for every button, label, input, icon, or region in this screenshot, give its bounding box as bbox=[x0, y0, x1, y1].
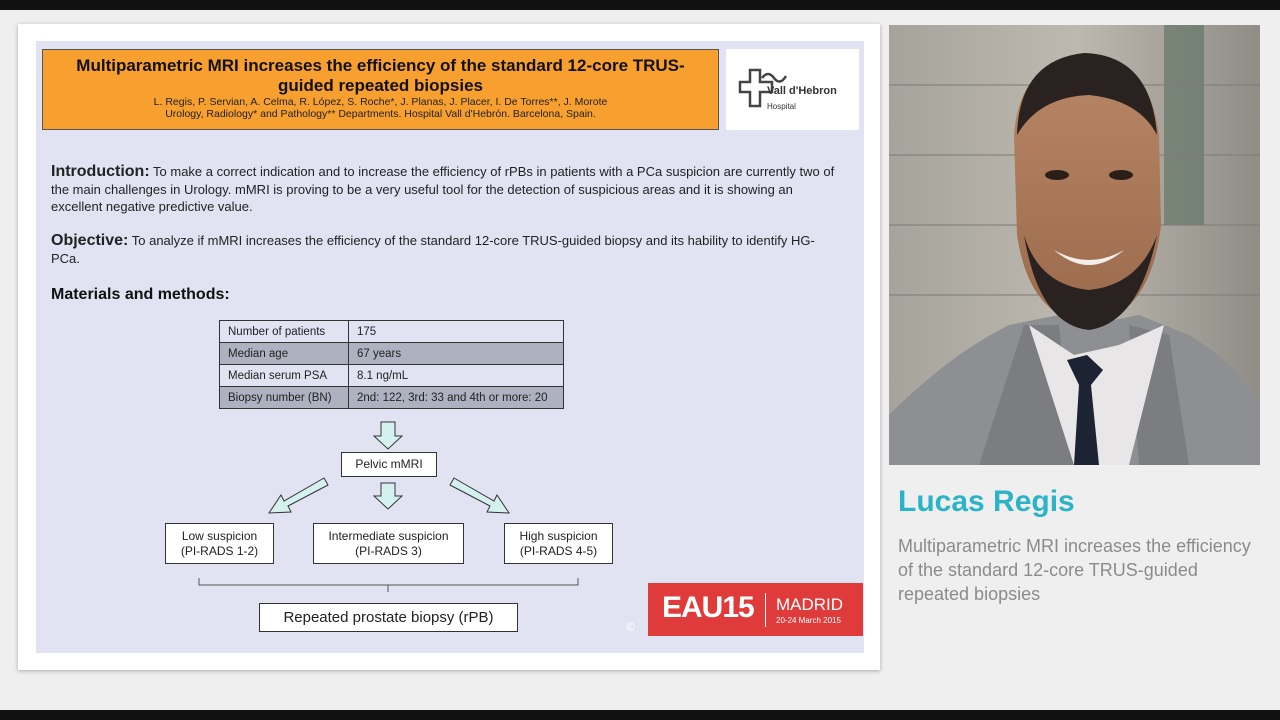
introduction-paragraph: Introduction: To make a correct indicati… bbox=[51, 163, 841, 216]
table-cell-value: 67 years bbox=[348, 342, 564, 365]
poster-title: Multiparametric MRI increases the effici… bbox=[76, 56, 685, 95]
congress-city: MADRID bbox=[776, 595, 844, 614]
flow-center-label: Pelvic mMRI bbox=[355, 457, 423, 471]
speaker-portrait-image bbox=[889, 25, 1260, 465]
table-cell-label: Number of patients bbox=[219, 320, 349, 343]
objective-label: Objective: bbox=[51, 232, 129, 249]
congress-divider bbox=[765, 593, 766, 627]
methods-heading: Materials and methods: bbox=[51, 286, 230, 303]
flow-box-repeated-biopsy: Repeated prostate biopsy (rPB) bbox=[259, 603, 518, 632]
flow-high-label: High suspicion bbox=[519, 529, 598, 543]
poster-departments: Urology, Radiology* and Pathology** Depa… bbox=[165, 108, 596, 120]
logo-sub: Hospital bbox=[767, 102, 796, 111]
hospital-cross-icon bbox=[738, 68, 788, 108]
arrow-left-icon bbox=[268, 477, 329, 514]
flow-low-label: Low suspicion bbox=[181, 529, 258, 543]
introduction-label: Introduction: bbox=[51, 163, 150, 180]
flow-bottom-label: Repeated prostate biopsy (rPB) bbox=[283, 609, 494, 626]
speaker-name: Lucas Regis bbox=[898, 485, 1075, 518]
bottom-bar bbox=[0, 710, 1280, 720]
logo-name: Vall d'Hebron bbox=[767, 85, 837, 97]
methods-table: Number of patients 175 Median age 67 yea… bbox=[219, 320, 564, 409]
congress-name: EAU15 bbox=[662, 591, 755, 624]
hospital-logo: Vall d'Hebron Hospital bbox=[726, 49, 859, 130]
poster-title-box: Multiparametric MRI increases the effici… bbox=[42, 49, 719, 130]
flow-box-high: High suspicion (PI-RADS 4-5) bbox=[504, 523, 613, 564]
arrow-right-icon bbox=[449, 477, 510, 514]
objective-text: To analyze if mMRI increases the efficie… bbox=[51, 233, 815, 266]
talk-title: Multiparametric MRI increases the effici… bbox=[898, 536, 1251, 604]
introduction-text: To make a correct indication and to incr… bbox=[51, 164, 835, 214]
table-row: Biopsy number (BN) 2nd: 122, 3rd: 33 and… bbox=[219, 386, 564, 409]
congress-logo: EAU15 MADRID 20-24 March 2015 bbox=[648, 583, 863, 636]
flow-box-low: Low suspicion (PI-RADS 1-2) bbox=[165, 523, 274, 564]
flow-mid-label: Intermediate suspicion bbox=[328, 529, 449, 543]
flow-box-intermediate: Intermediate suspicion (PI-RADS 3) bbox=[313, 523, 464, 564]
table-row: Median serum PSA 8.1 ng/mL bbox=[219, 364, 564, 387]
table-cell-value: 2nd: 122, 3rd: 33 and 4th or more: 20 bbox=[348, 386, 564, 409]
flow-arrows bbox=[198, 421, 579, 592]
speaker-photo bbox=[889, 25, 1260, 465]
table-cell-label: Biopsy number (BN) bbox=[219, 386, 349, 409]
bracket-line bbox=[198, 578, 579, 592]
flow-mid-sub: (PI-RADS 3) bbox=[355, 544, 422, 558]
flow-high-sub: (PI-RADS 4-5) bbox=[519, 544, 598, 558]
objective-paragraph: Objective: To analyze if mMRI increases … bbox=[51, 232, 841, 267]
arrow-down-top-icon bbox=[372, 421, 404, 450]
flow-low-sub: (PI-RADS 1-2) bbox=[180, 544, 259, 558]
table-row: Number of patients 175 bbox=[219, 320, 564, 343]
top-bar bbox=[0, 0, 1280, 10]
poster-authors: L. Regis, P. Servian, A. Celma, R. López… bbox=[153, 96, 608, 108]
arrow-down-center-icon bbox=[372, 482, 404, 510]
congress-dates: 20-24 March 2015 bbox=[776, 616, 841, 625]
copyright-mark: © bbox=[626, 620, 635, 634]
flow-box-pelvic-mmri: Pelvic mMRI bbox=[341, 452, 437, 477]
table-row: Median age 67 years bbox=[219, 342, 564, 365]
